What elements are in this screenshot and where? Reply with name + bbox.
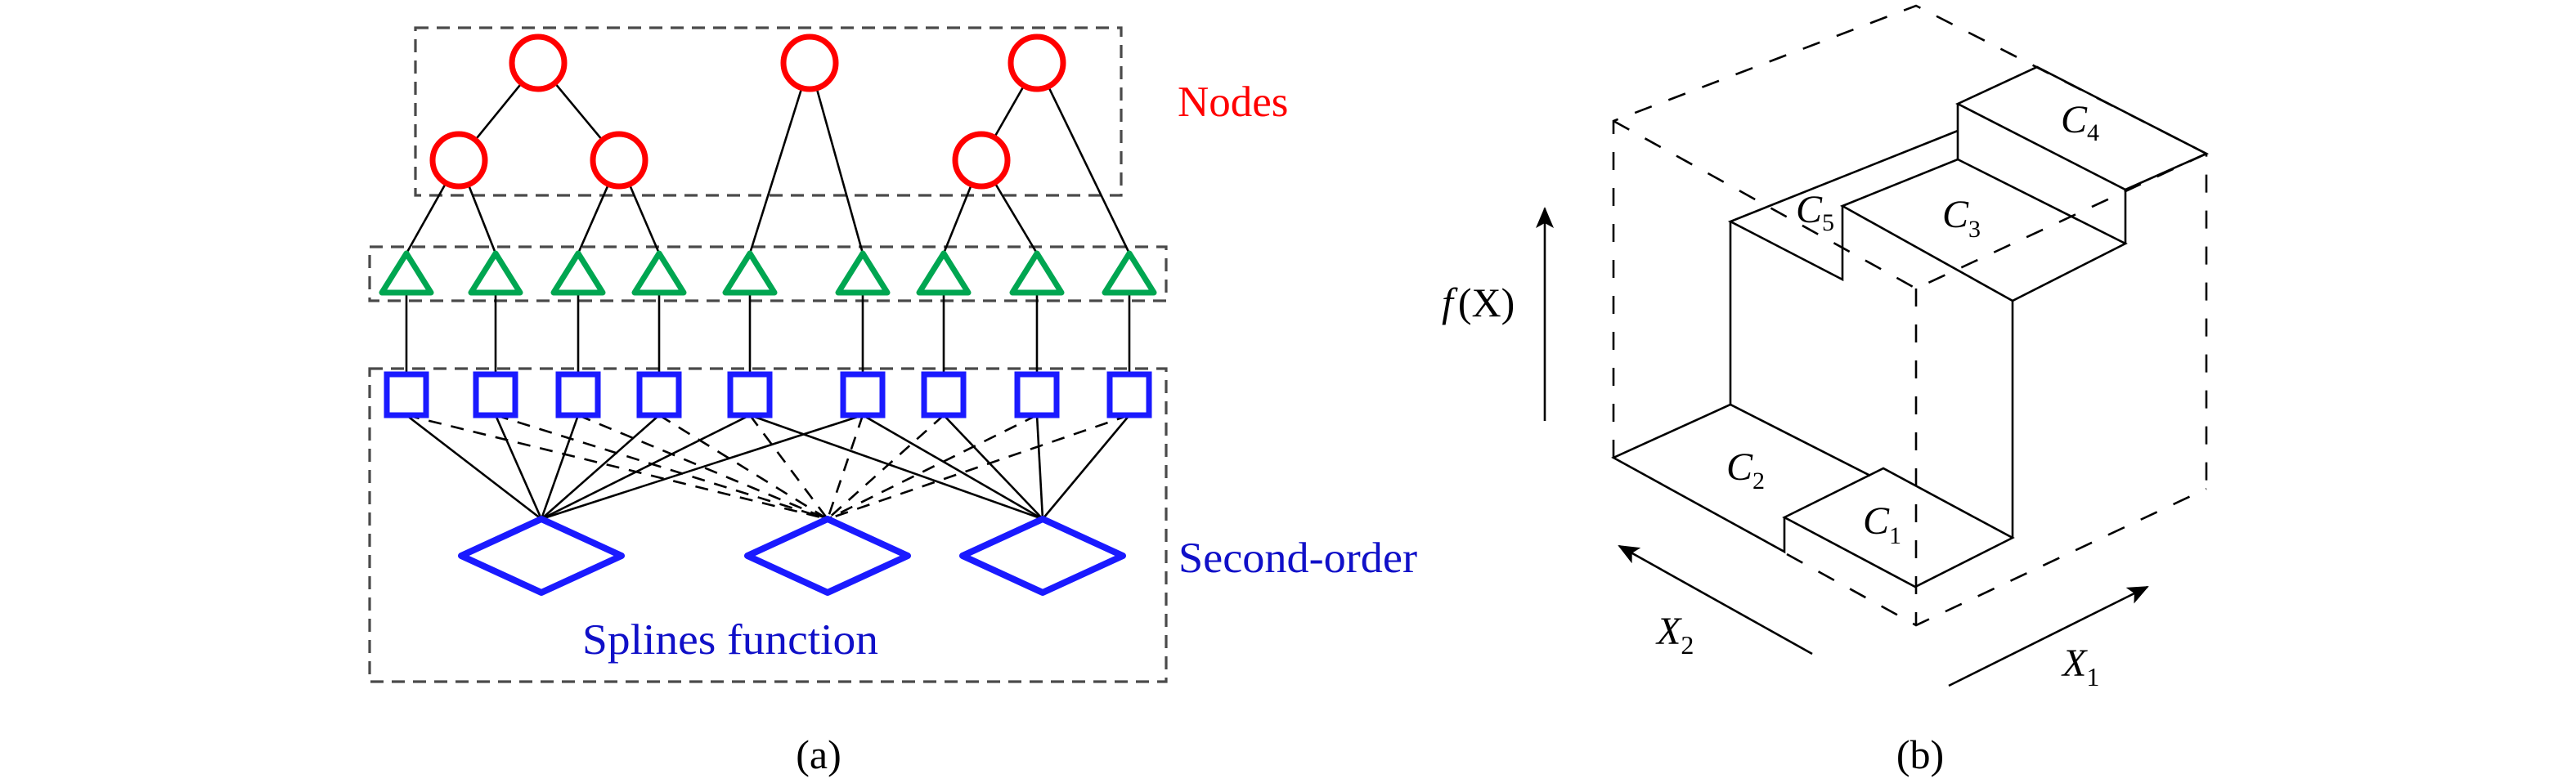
fx-axis-label: f(X) [1442,280,1515,325]
spline3-edge-7 [943,414,1043,520]
second-order-square-6 [840,371,886,418]
panel-a-network-diagram: Nodes Second-order Splines function (a) [368,26,1417,777]
caption-a: (a) [796,732,841,777]
tree-edge [577,183,610,254]
splines-function-label: Splines function [582,616,878,664]
tree-edge [474,82,523,141]
nodes-group-box [414,26,1123,197]
leaf-triangle-1 [379,250,434,296]
second-order-label: Second-order [1178,535,1417,582]
cell-label-c4: C4 [2061,98,2099,146]
splines-group-box [368,367,1168,683]
tree-edge [554,82,604,141]
spline1-edge-1 [406,414,542,521]
leaf-triangle-4 [631,250,687,296]
node-circle-root2 [780,34,839,92]
second-order-square-7 [921,371,967,418]
tree-edge [993,85,1025,138]
cell-label-c5: C5 [1796,188,1834,236]
node-circle-mid3 [952,131,1011,190]
cell-label-c1: C1 [1863,499,1901,549]
bounding-cube-dashed [1612,4,2208,627]
tree-edge [1047,86,1131,254]
leaf-triangle-2 [468,250,523,296]
spline2-edge-1 [406,414,828,521]
spline2-edge-2 [495,414,828,521]
spline1-edge-6 [541,414,864,521]
cell-c4-face [1955,65,2210,191]
spline-diamonds [458,516,1126,596]
x1-axis-label: X1 [2061,642,2099,691]
second-order-square-9 [1106,371,1152,418]
cell-label-c2: C2 [1726,445,1765,494]
spline1-edge-3 [540,414,580,520]
node-circle-root1 [509,34,568,92]
fx-func: f [1442,280,1458,325]
node-circle-mid1 [429,131,488,190]
cell-c2-face [1611,403,1871,554]
tree-edge [405,182,447,254]
spline3-edge-8 [1035,414,1044,520]
spline-diamond-2 [744,516,911,596]
tree-edge [994,181,1039,254]
tree-edge [467,184,497,254]
spline1-edge-2 [494,414,543,520]
stepped-surface [1611,65,2210,588]
spline3-edge-9 [1042,414,1130,520]
node-circle-mid2 [590,131,648,190]
leaf-triangle-6 [835,250,891,296]
cell-c1-face [1782,467,2015,588]
panel-b-3d-cell-function: f(X) X2 X1 C4 C5 C3 C2 C1 (b) [1442,4,2210,777]
spline-diamond-1 [458,516,625,596]
second-order-square-3 [555,371,601,418]
second-order-square-5 [727,371,773,418]
spline2-edge-4 [658,414,828,521]
caption-b: (b) [1896,732,1944,777]
second-order-square-4 [636,371,682,418]
spline2-edge-6 [826,414,864,520]
fx-arg: (X) [1458,280,1515,325]
second-order-square-8 [1014,371,1060,418]
leaf-triangles [379,250,1157,296]
nodes-label: Nodes [1178,78,1288,126]
leaf-triangle-7 [916,250,972,296]
leaf-triangle-3 [550,250,606,296]
spline3-edge-5 [749,414,1043,521]
node-circle-root3 [1008,34,1066,92]
x1-axis-arrow [1948,585,2149,687]
cell-label-c3: C3 [1942,193,1981,243]
spline2-edge-9 [827,414,1130,521]
leaf-to-second-order-edges [405,293,1131,374]
tree-edge [628,183,661,254]
tree-edge [748,87,803,254]
second-order-square-2 [473,371,518,418]
spline2-edge-8 [827,414,1038,521]
node-circles [429,34,1066,190]
tree-edge [815,87,864,254]
second-order-to-spline-edges [406,414,1130,521]
tree-edges [405,82,1131,254]
spline1-edge-5 [541,414,751,521]
leaf-triangle-9 [1102,250,1157,296]
spline1-edge-4 [541,414,660,520]
x2-axis-label: X2 [1655,610,1694,660]
leaf-triangle-5 [722,250,778,296]
spline-diamond-3 [959,516,1126,596]
second-order-square-1 [384,371,429,418]
spline3-edge-6 [862,414,1043,521]
tree-edge [942,184,973,254]
leaf-triangle-8 [1009,250,1065,296]
cell-c5-face [1727,129,1959,282]
second-order-squares [384,371,1152,418]
cell-c3-face [1839,158,2128,302]
x2-axis-arrow [1618,544,1813,655]
spline2-edge-7 [827,414,945,520]
